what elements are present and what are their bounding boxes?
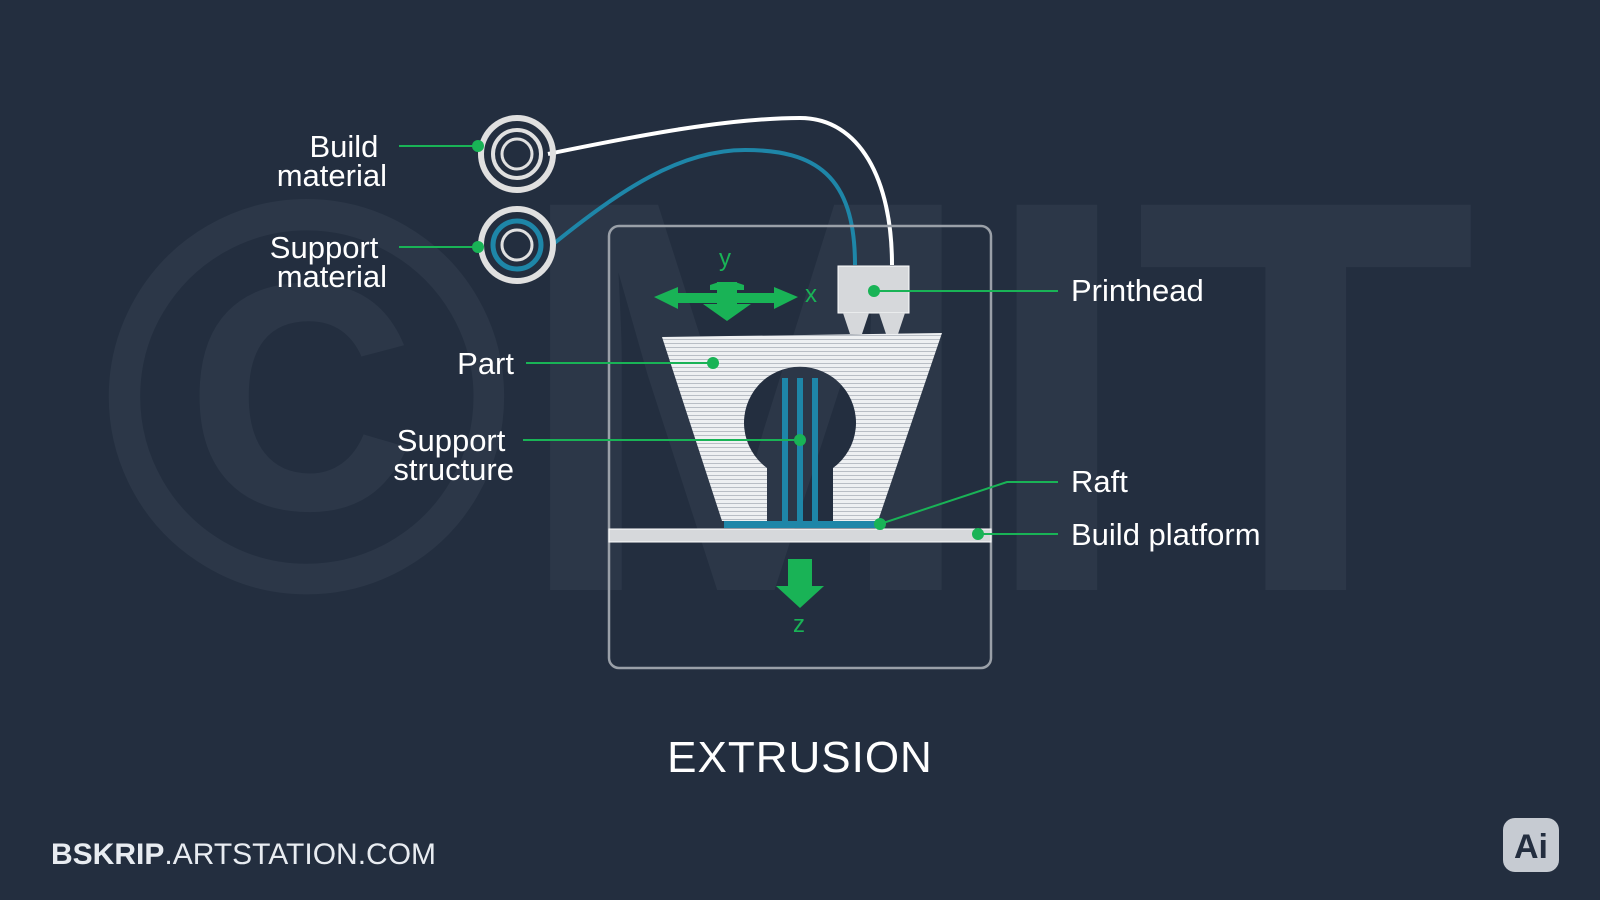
- badge-text: Ai: [1514, 828, 1548, 866]
- support-filament-line: [550, 147, 857, 266]
- illustrator-badge-icon: Ai: [1503, 818, 1559, 872]
- leader-lines: [399, 145, 1058, 535]
- build-chamber-frame: [607, 224, 993, 670]
- diagram-title: EXTRUSION: [667, 733, 933, 782]
- label-build-material: Build material: [277, 129, 387, 193]
- x-axis-label: x: [805, 281, 817, 308]
- label-support-structure: Support structure: [393, 423, 514, 487]
- label-build-platform: Build platform: [1071, 517, 1261, 552]
- label-printhead: Printhead: [1071, 273, 1204, 308]
- credit-text: BSKRIP.ARTSTATION.COM: [51, 838, 436, 871]
- part-shape: [662, 333, 942, 521]
- xy-axis-arrow-icon: [654, 282, 798, 321]
- raft-layer: [724, 521, 878, 528]
- leader-dots: [472, 140, 984, 540]
- y-axis-label: y: [719, 245, 731, 272]
- build-platform-bar: [608, 528, 992, 543]
- z-axis-label: z: [793, 611, 805, 638]
- credit-domain: .ARTSTATION.COM: [164, 838, 436, 871]
- z-axis-arrow-icon: [776, 559, 824, 608]
- label-raft: Raft: [1071, 464, 1128, 499]
- build-material-spool-icon: [478, 115, 556, 193]
- watermark-text: ©MIT: [100, 83, 1477, 709]
- label-part: Part: [457, 346, 514, 381]
- support-structure-columns: [782, 378, 818, 521]
- printhead-icon: [837, 265, 910, 334]
- credit-bold: BSKRIP: [51, 838, 164, 871]
- label-support-material: Support material: [270, 230, 387, 294]
- build-filament-line: [547, 115, 894, 266]
